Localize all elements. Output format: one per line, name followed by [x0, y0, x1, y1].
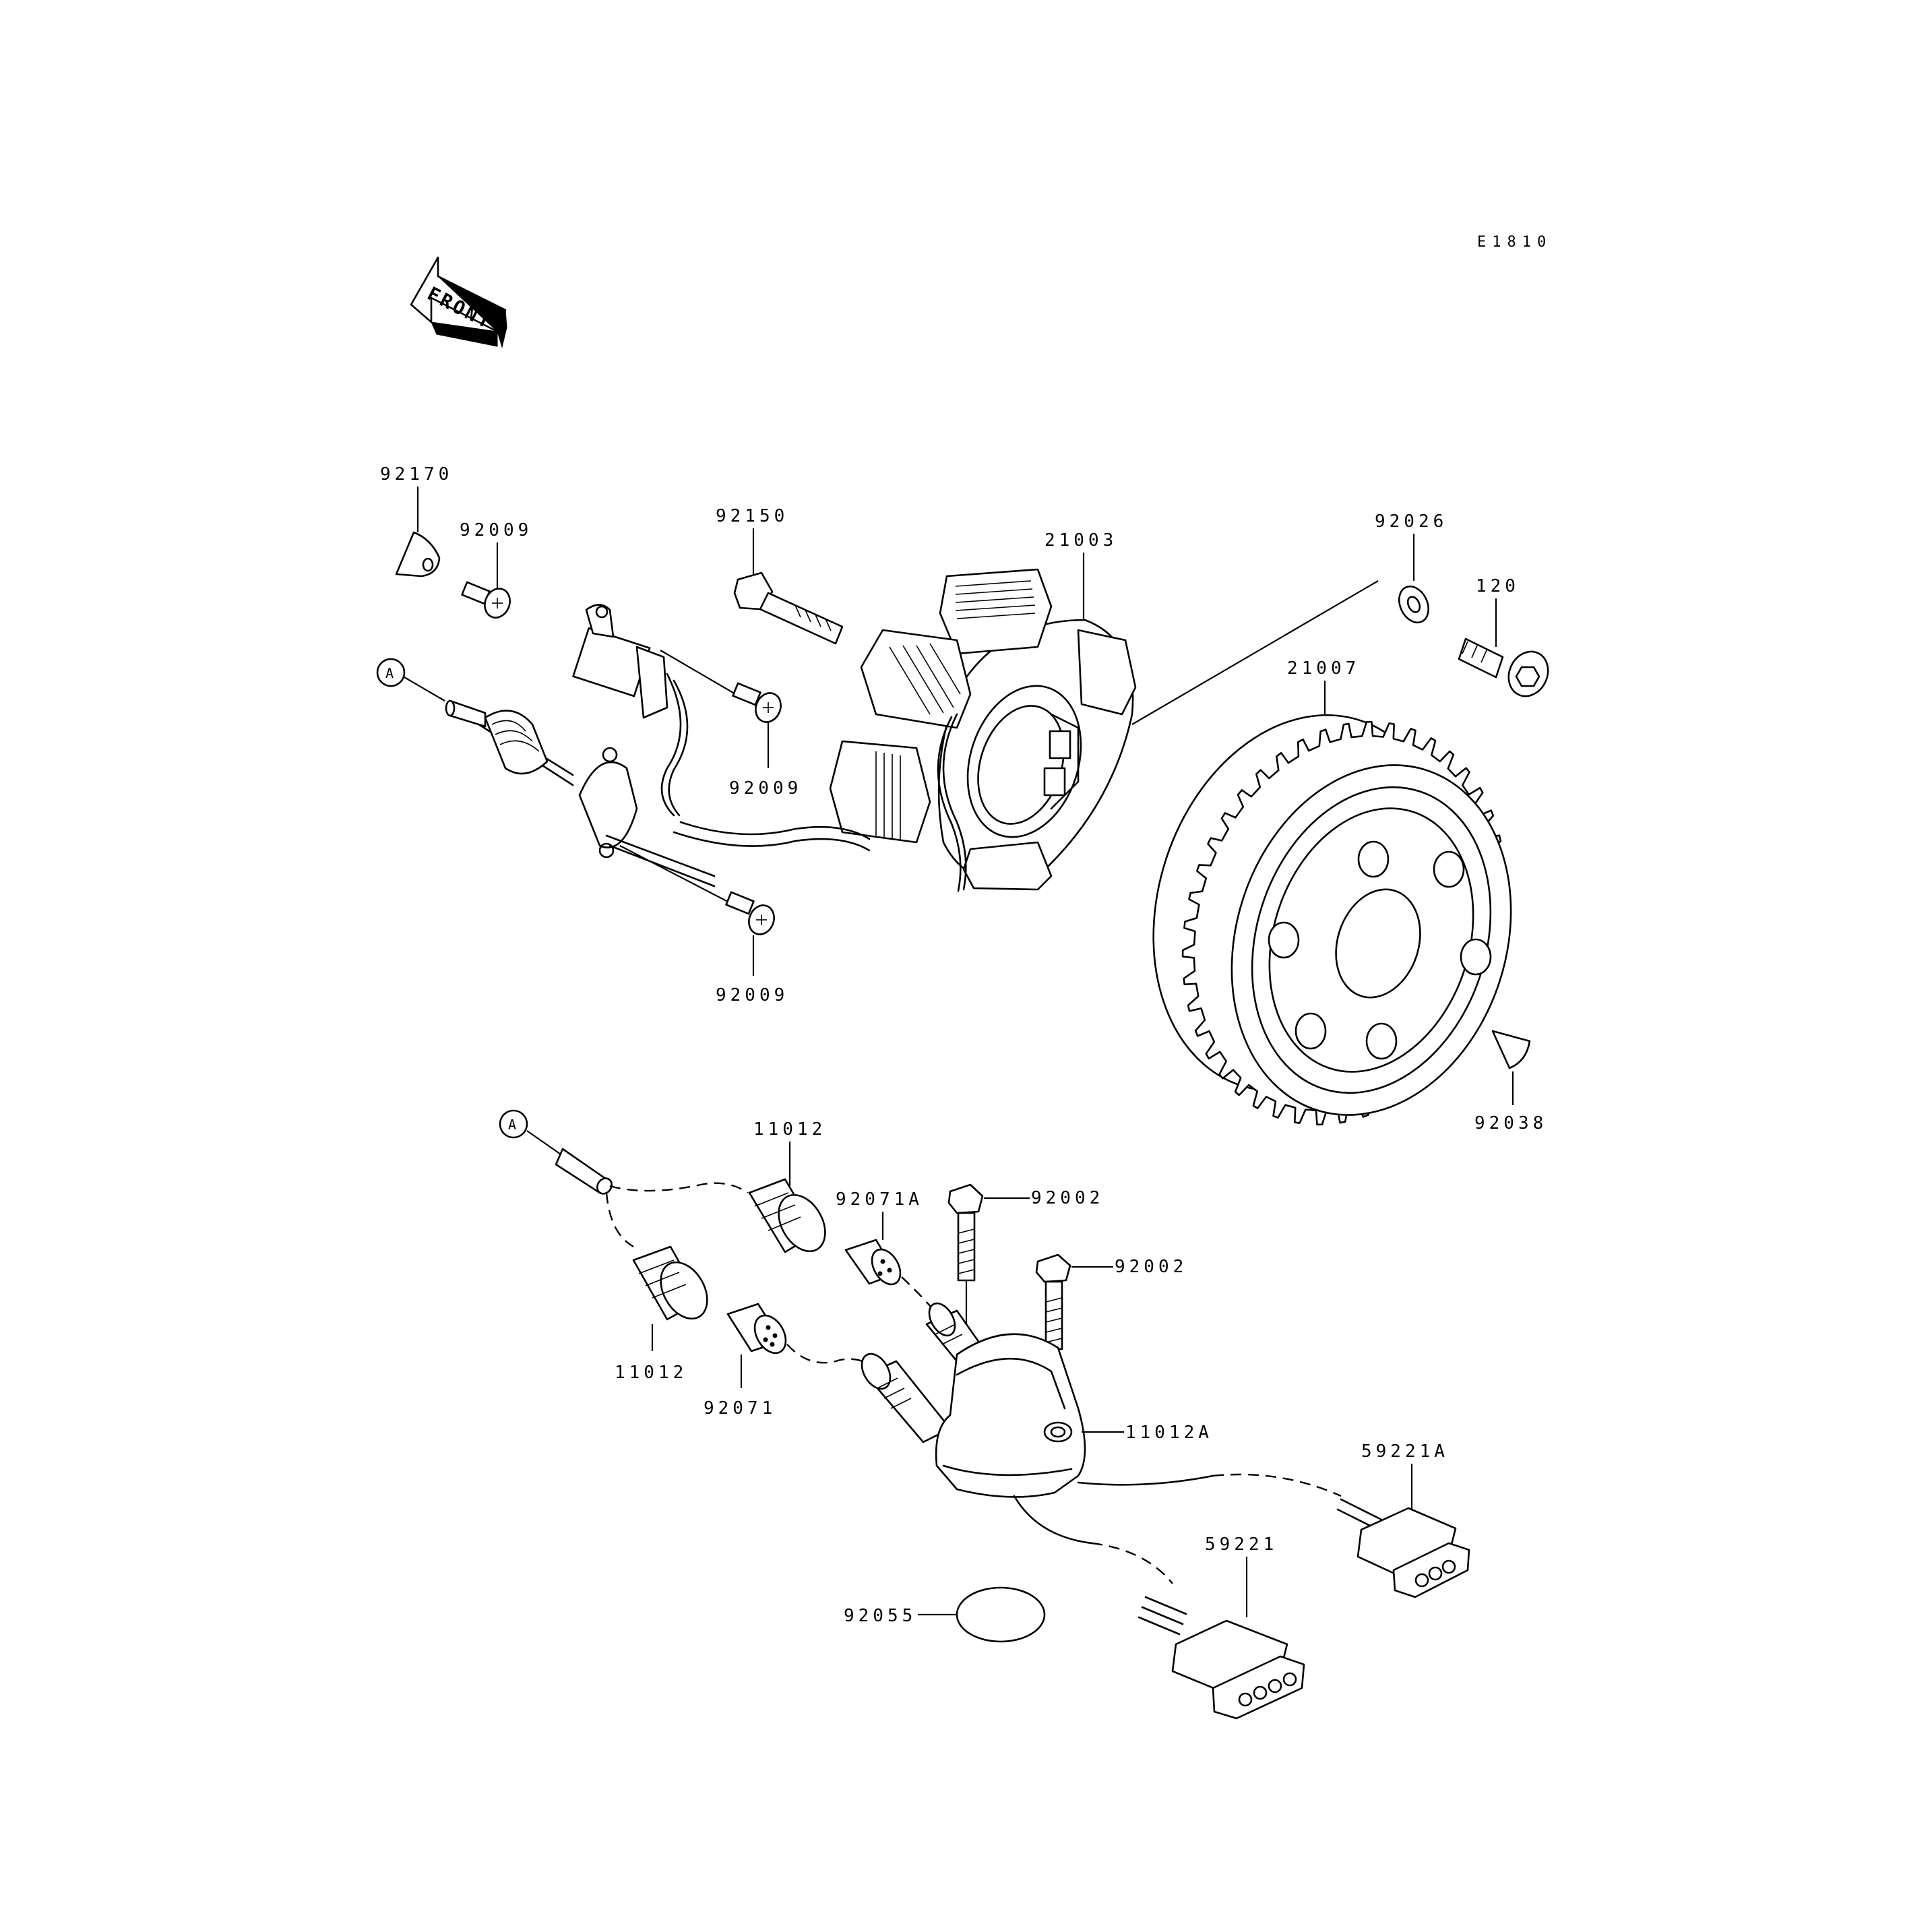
marker-a-top-text: A	[385, 665, 394, 681]
rotor-bolt-holes	[1268, 840, 1492, 1060]
label-11012a: 11012A	[1125, 1423, 1213, 1443]
label-59221: 59221	[1205, 1534, 1278, 1555]
part-92009-low: 92009	[619, 845, 788, 1005]
part-92170: 92170	[380, 464, 453, 578]
part-92009-top: 92009	[460, 520, 532, 619]
label-21007: 21007	[1287, 658, 1360, 679]
label-92009-top: 92009	[460, 520, 532, 540]
part-92055-o-ring: 92055	[844, 1586, 1046, 1643]
label-11012-top: 11012	[753, 1119, 826, 1140]
pickup-coil-harness	[445, 604, 871, 887]
part-92150: 92150	[716, 506, 844, 645]
part-21003-stator: 21003	[829, 530, 1137, 892]
label-92071a: 92071A	[836, 1189, 923, 1210]
stator-coil-right	[1077, 629, 1137, 716]
stator-coil-left	[829, 740, 931, 844]
part-11012-bottom: 11012	[615, 1245, 708, 1383]
label-92002-a: 92002	[1031, 1188, 1104, 1208]
part-92038-key: 92038	[1474, 1030, 1547, 1133]
part-92071: 92071	[704, 1303, 787, 1419]
label-92038: 92038	[1474, 1113, 1547, 1133]
stator-coil-upper-left	[860, 629, 972, 729]
stator-coil-bottom	[962, 841, 1053, 891]
part-11012a-housing: 11012A	[861, 1302, 1213, 1498]
part-21007-rotor: 21007	[1152, 658, 1512, 1126]
label-92170: 92170	[380, 464, 453, 485]
label-11012-bottom: 11012	[615, 1363, 687, 1383]
part-92026-washer: 92026	[1131, 511, 1447, 725]
label-92026: 92026	[1375, 511, 1447, 532]
connector-pin	[555, 1148, 613, 1195]
label-92002-b: 92002	[1115, 1257, 1187, 1277]
marker-a-bottom-text: A	[508, 1117, 516, 1133]
label-21003: 21003	[1045, 530, 1117, 551]
label-92009-mid: 92009	[729, 778, 802, 799]
label-92055: 92055	[844, 1606, 916, 1626]
reference-marker-a-top: A	[376, 658, 445, 702]
part-11012-top: 11012	[748, 1119, 826, 1253]
reference-marker-a-bottom: A	[499, 1109, 563, 1156]
label-92071: 92071	[704, 1398, 776, 1419]
label-92150: 92150	[716, 506, 788, 526]
front-direction-arrow-icon: FRONT	[410, 256, 507, 348]
label-120: 120	[1476, 576, 1520, 596]
part-120-bolt: 120	[1458, 576, 1549, 697]
part-92002-a: 92002	[947, 1183, 1104, 1331]
label-59221a: 59221A	[1361, 1441, 1449, 1462]
label-92009-low: 92009	[716, 985, 788, 1005]
stator-coil-top	[939, 568, 1053, 655]
part-92009-mid: 92009	[660, 650, 802, 799]
part-59221-connector: 59221	[1171, 1534, 1305, 1720]
diagram-code: E1810	[1477, 234, 1552, 251]
part-59221a-connector: 59221A	[1357, 1441, 1470, 1598]
part-92002-b: 92002	[1035, 1253, 1187, 1422]
part-92071a: 92071A	[836, 1189, 923, 1286]
